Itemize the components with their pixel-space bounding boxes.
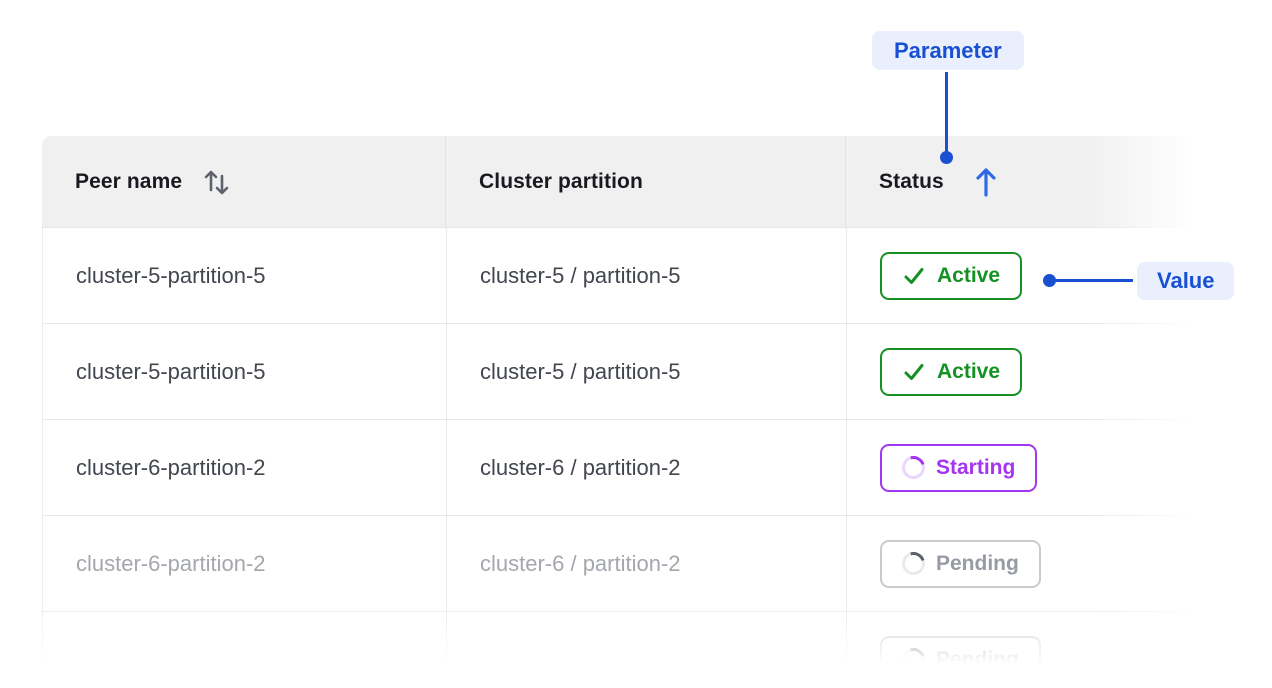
peer-name-cell: cluster-5-partition-5: [43, 228, 447, 323]
check-icon: [904, 363, 924, 380]
spinner-icon: [897, 451, 930, 484]
peers-table: Peer name Cluster partition Status clust…: [42, 136, 1212, 688]
table-body: cluster-5-partition-5 cluster-5 / partit…: [42, 228, 1212, 688]
parameter-callout: Parameter: [872, 31, 1024, 70]
table-row[interactable]: Pending: [42, 612, 1212, 688]
status-badge-label: Active: [937, 359, 1001, 383]
peer-name-cell: cluster-6-partition-2: [43, 420, 447, 515]
status-badge-label: Active: [937, 263, 1001, 287]
column-header-peer-name[interactable]: Peer name: [42, 136, 446, 227]
value-connector-line: [1053, 279, 1133, 282]
peer-name-cell: cluster-5-partition-5: [43, 324, 447, 419]
status-badge: Pending: [880, 635, 1041, 684]
value-connector-dot: [1043, 274, 1056, 287]
status-cell: Active: [847, 324, 1212, 419]
status-cell: Pending: [847, 516, 1212, 611]
cluster-partition-cell: cluster-6 / partition-2: [447, 516, 847, 611]
column-header-label: Cluster partition: [479, 169, 643, 193]
cluster-partition-cell: cluster-5 / partition-5: [447, 228, 847, 323]
table-header-row: Peer name Cluster partition Status: [42, 136, 1212, 228]
sort-ascending-icon[interactable]: [974, 166, 998, 198]
table-row[interactable]: cluster-6-partition-2 cluster-6 / partit…: [42, 420, 1212, 516]
status-cell: Pending: [847, 612, 1212, 688]
status-badge: Pending: [880, 539, 1041, 588]
status-badge-label: Pending: [936, 551, 1019, 575]
spinner-icon: [897, 547, 930, 580]
status-cell: Starting: [847, 420, 1212, 515]
peer-name-cell: [43, 612, 447, 688]
cluster-partition-cell: cluster-6 / partition-2: [447, 420, 847, 515]
parameter-connector-line: [945, 72, 948, 156]
cluster-partition-cell: [447, 612, 847, 688]
status-badge-label: Pending: [936, 647, 1019, 671]
column-header-label: Peer name: [75, 169, 183, 193]
value-callout: Value: [1137, 262, 1235, 300]
spinner-icon: [897, 643, 930, 676]
peer-name-cell: cluster-6-partition-2: [43, 516, 447, 611]
status-badge: Active: [880, 251, 1023, 300]
status-cell: Active: [847, 228, 1212, 323]
parameter-connector-dot: [940, 151, 953, 164]
status-badge: Starting: [880, 443, 1038, 492]
status-badge-label: Starting: [936, 455, 1016, 479]
table-row[interactable]: cluster-6-partition-2 cluster-6 / partit…: [42, 516, 1212, 612]
cluster-partition-cell: cluster-5 / partition-5: [447, 324, 847, 419]
check-icon: [904, 267, 924, 284]
status-badge: Active: [880, 347, 1023, 396]
sort-both-icon[interactable]: [202, 167, 232, 197]
table-row[interactable]: cluster-5-partition-5 cluster-5 / partit…: [42, 324, 1212, 420]
column-header-cluster-partition[interactable]: Cluster partition: [446, 136, 846, 227]
column-header-label: Status: [879, 169, 944, 193]
table-row[interactable]: cluster-5-partition-5 cluster-5 / partit…: [42, 228, 1212, 324]
column-header-status[interactable]: Status: [846, 136, 1212, 227]
